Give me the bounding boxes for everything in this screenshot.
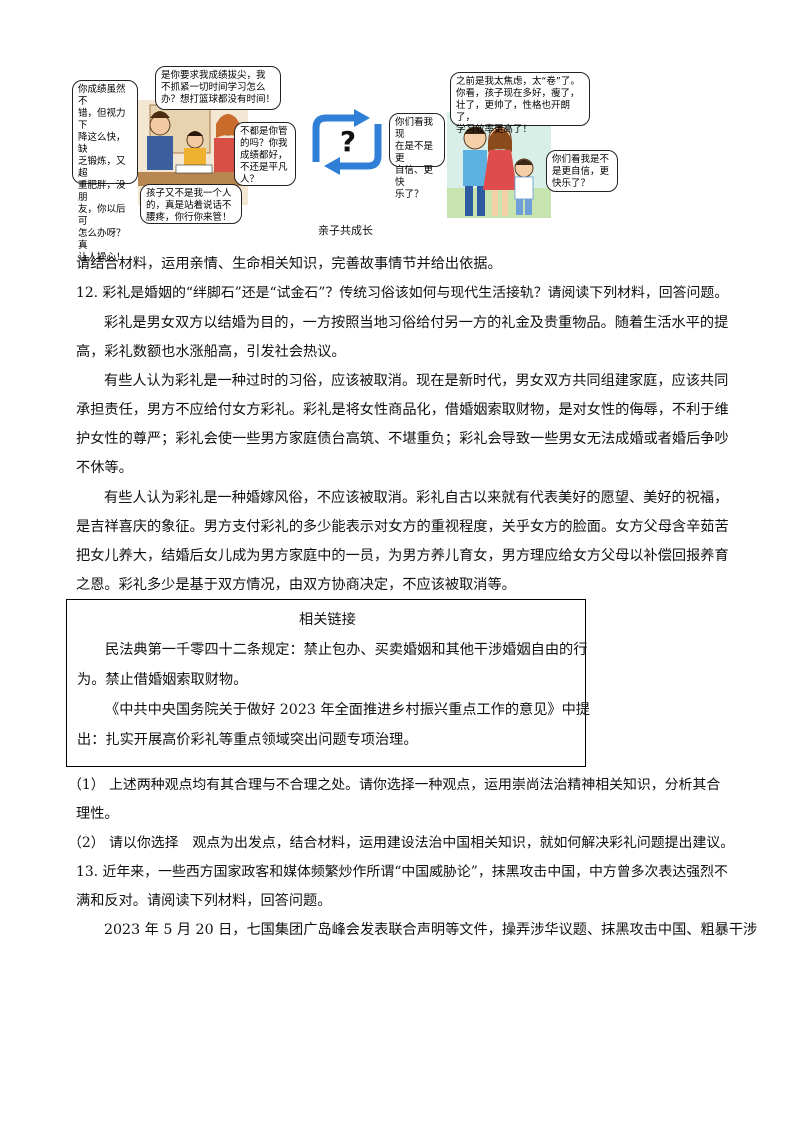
link-box-title: 相关链接	[299, 612, 356, 628]
sub-question-1-cont: 理性。	[76, 806, 119, 822]
question-13-stem: 13. 近年来，一些西方国家政客和媒体频繁炒作所谓“中国威胁论”，抹黑攻击中国，…	[76, 864, 728, 880]
material-paragraph-2: 有些人认为彩礼是一种过时的习俗，应该被取消。现在是新时代，男女双方共同组建家庭，…	[104, 373, 729, 389]
speech-bubble-father-2: 孩子又不是我一个人 的，真是站着说话不 腰疼，你行你来管！	[140, 184, 242, 224]
family-argument-illustration	[138, 100, 248, 205]
material-paragraph-2-cont: 护女性的尊严；彩礼会使一些男方家庭债台高筑、不堪重负；彩礼会导致一些男女无法成婚…	[76, 431, 729, 447]
material-2023-paragraph: 2023 年 5 月 20 日，七国集团广岛峰会发表联合声明等文件，操弄涉华议题…	[104, 922, 758, 938]
speech-bubble-child-right: 你们看我是不 是更自信，更 快乐了？	[546, 150, 618, 192]
link-box-line: 民法典第一千零四十二条规定：禁止包办、买卖婚姻和其他干涉婚姻自由的行	[105, 642, 588, 658]
speech-bubble-child-left: 你们看我现 在是不是更 自信、更快 乐了？	[389, 113, 445, 200]
sub-question-1: （1） 上述两种观点均有其合理与不合理之处。请你选择一种观点，运用崇尚法治精神相…	[68, 777, 721, 793]
question-12-stem: 12. 彩礼是婚姻的“绊脚石”还是“试金石”？传统习俗该如何与现代生活接轨？请阅…	[76, 285, 729, 301]
comic-instruction: 请结合材料，运用亲情、生命相关知识，完善故事情节并给出依据。	[76, 256, 502, 272]
material-paragraph-2-cont: 不休等。	[76, 460, 133, 476]
question-mark: ?	[339, 125, 357, 158]
link-box-line: 出：扎实开展高价彩礼等重点领域突出问题专项治理。	[77, 732, 418, 748]
speech-bubble-mother: 你成绩虽然不 错，但视力下 降这么快，缺 乏锻炼，又超 重肥胖，没朋 友，你以后…	[72, 80, 138, 263]
material-paragraph-1: 彩礼是男女双方以结婚为目的，一方按照当地习俗给付另一方的礼金及贵重物品。随着生活…	[104, 315, 729, 331]
speech-bubble-parent: 之前是我太焦虑，太“卷”了。 你看，孩子现在多好，瘦了， 壮了，更帅了，性格也开…	[450, 72, 590, 135]
cycle-arrows-icon	[312, 109, 382, 175]
material-paragraph-2-cont: 承担责任，男方不应给付女方彩礼。彩礼是将女性商品化，借婚姻索取财物，是对女性的侮…	[76, 402, 729, 418]
speech-bubble-child: 是你要求我成绩拔尖，我 不抓紧一切时间学习怎么 办？想打篮球都没有时间！	[155, 66, 281, 110]
link-box-line: 为。禁止借婚姻索取财物。	[77, 672, 248, 688]
sub-question-2: （2） 请以你选择 观点为出发点，结合材料，运用建设法治中国相关知识，就如何解决…	[68, 835, 735, 851]
related-link-box: 相关链接 民法典第一千零四十二条规定：禁止包办、买卖婚姻和其他干涉婚姻自由的行 …	[66, 599, 590, 767]
happy-family-illustration	[447, 112, 551, 218]
speech-bubble-father: 不都是你管 的吗？你我 成绩都好， 不还是平凡 人？	[234, 122, 296, 186]
material-paragraph-3: 有些人认为彩礼是一种婚嫁风俗，不应该被取消。彩礼自古以来就有代表美好的愿望、美好…	[104, 490, 729, 506]
comic-caption: 亲子共成长	[318, 224, 373, 237]
question-13-stem-cont: 满和反对。请阅读下列材料，回答问题。	[76, 893, 332, 909]
material-paragraph-1-cont: 高，彩礼数额也水涨船高，引发社会热议。	[76, 344, 346, 360]
link-box-line: 《中共中央国务院关于做好 2023 年全面推进乡村振兴重点工作的意见》中提	[105, 702, 590, 718]
material-paragraph-3-cont: 把女儿养大，结婚后女儿成为男方家庭中的一员，为男方养儿育女，男方理应给女方父母以…	[76, 548, 729, 564]
material-paragraph-3-cont: 之恩。彩礼多少是基于双方情况，由双方协商决定，不应该被取消等。	[76, 577, 516, 593]
material-paragraph-3-cont: 是吉祥喜庆的象征。男方支付彩礼的多少能表示对女方的重视程度，关乎女方的脸面。女方…	[76, 519, 729, 535]
